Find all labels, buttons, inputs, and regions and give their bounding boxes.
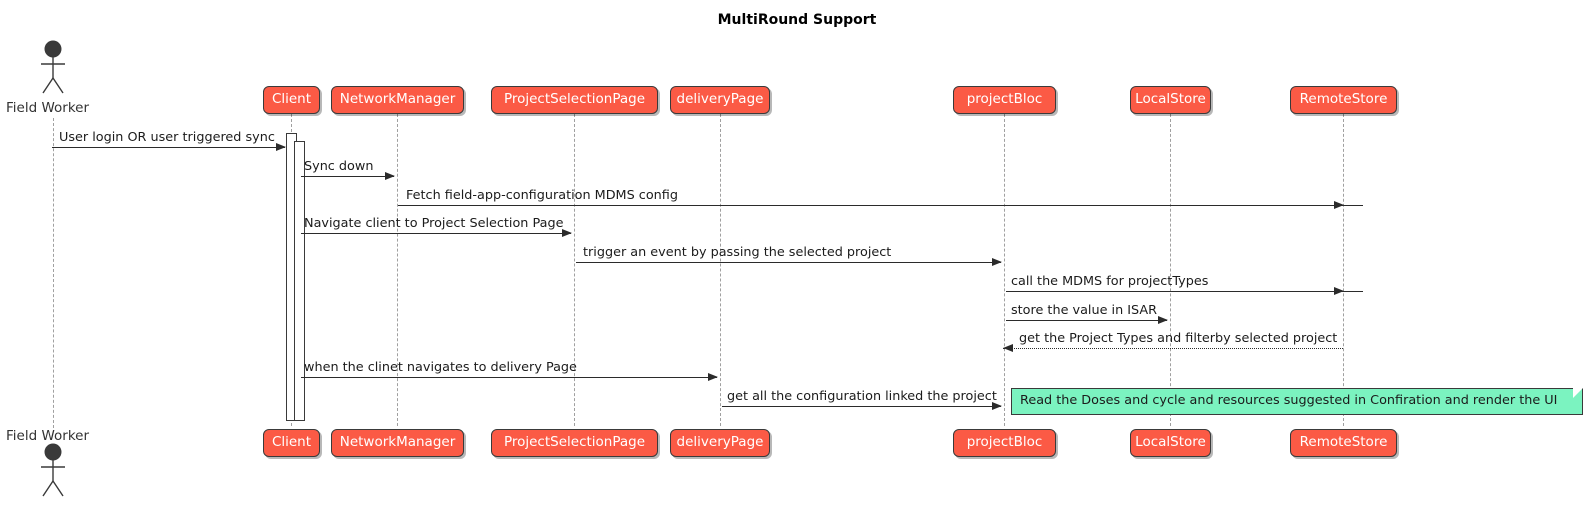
message-line-navigate-delivery-page <box>301 377 717 378</box>
arrow-head-navigate-delivery-page <box>708 372 718 381</box>
activation-client-inner <box>294 141 305 421</box>
message-line-call-mdms-projecttypes <box>1006 291 1363 292</box>
participant-projectselectionpage-bottom[interactable]: ProjectSelectionPage <box>491 429 658 457</box>
message-label-fetch-mdms-config: Fetch field-app-configuration MDMS confi… <box>406 188 678 203</box>
message-label-navigate-project-selection: Navigate client to Project Selection Pag… <box>304 216 564 231</box>
lifeline-projectselectionpage <box>574 114 575 426</box>
participant-projectbloc-bottom[interactable]: projectBloc <box>953 429 1056 457</box>
participant-networkmanager-bottom[interactable]: NetworkManager <box>331 429 464 457</box>
message-line-sync-down <box>301 176 394 177</box>
arrow-head-call-mdms-projecttypes <box>1334 286 1344 295</box>
message-label-navigate-delivery-page: when the clinet navigates to delivery Pa… <box>304 360 577 375</box>
message-line-user-login <box>52 147 285 148</box>
message-label-store-value-isar: store the value in ISAR <box>1011 303 1158 318</box>
participant-client-bottom[interactable]: Client <box>263 429 320 457</box>
lifeline-deliverypage <box>720 114 721 426</box>
participant-localstore-bottom[interactable]: LocalStore <box>1130 429 1211 457</box>
participant-deliverypage-top[interactable]: deliveryPage <box>670 86 770 114</box>
message-label-get-project-types: get the Project Types and filterby selec… <box>1019 331 1338 346</box>
message-line-navigate-project-selection <box>301 233 571 234</box>
message-line-trigger-event <box>576 262 1001 263</box>
participant-localstore-top[interactable]: LocalStore <box>1130 86 1211 114</box>
participant-remotestore-top[interactable]: RemoteStore <box>1290 86 1397 114</box>
arrow-head-user-login <box>276 142 286 151</box>
note-fold-corner <box>1573 388 1583 398</box>
diagram-title: MultiRound Support <box>717 12 877 28</box>
arrow-head-fetch-mdms-config <box>1334 200 1344 209</box>
participant-projectbloc-top[interactable]: projectBloc <box>953 86 1056 114</box>
lifeline-remotestore <box>1343 114 1344 426</box>
arrow-head-get-project-types <box>1003 343 1013 352</box>
lifeline-networkmanager <box>397 114 398 426</box>
message-line-store-value-isar <box>1006 320 1167 321</box>
arrow-head-trigger-event <box>992 257 1002 266</box>
participant-client-top[interactable]: Client <box>263 86 320 114</box>
actor-figure-top <box>36 40 70 99</box>
lifeline-localstore <box>1170 114 1171 426</box>
arrow-head-get-configuration-linked <box>992 401 1002 410</box>
participant-deliverypage-bottom[interactable]: deliveryPage <box>670 429 770 457</box>
message-line-fetch-mdms-config <box>398 205 1363 206</box>
message-line-get-project-types <box>1003 348 1343 349</box>
arrow-head-sync-down <box>385 171 395 180</box>
note-render-ui: Read the Doses and cycle and resources s… <box>1011 388 1583 415</box>
message-line-get-configuration-linked <box>722 406 1001 407</box>
actor-figure-bottom <box>36 443 70 502</box>
lifeline-projectbloc <box>1004 114 1005 426</box>
arrow-head-store-value-isar <box>1158 315 1168 324</box>
message-label-user-login: User login OR user triggered sync <box>59 130 275 145</box>
message-label-call-mdms-projecttypes: call the MDMS for projectTypes <box>1011 274 1209 289</box>
message-label-trigger-event: trigger an event by passing the selected… <box>583 245 892 260</box>
participant-networkmanager-top[interactable]: NetworkManager <box>331 86 464 114</box>
participant-remotestore-bottom[interactable]: RemoteStore <box>1290 429 1397 457</box>
lifeline-field-worker <box>53 118 54 428</box>
actor-label-bottom: Field Worker <box>6 428 90 444</box>
arrow-head-navigate-project-selection <box>562 228 572 237</box>
message-label-get-configuration-linked: get all the configuration linked the pro… <box>727 389 997 404</box>
actor-label-top: Field Worker <box>6 100 90 116</box>
participant-projectselectionpage-top[interactable]: ProjectSelectionPage <box>491 86 658 114</box>
message-label-sync-down: Sync down <box>304 159 374 174</box>
